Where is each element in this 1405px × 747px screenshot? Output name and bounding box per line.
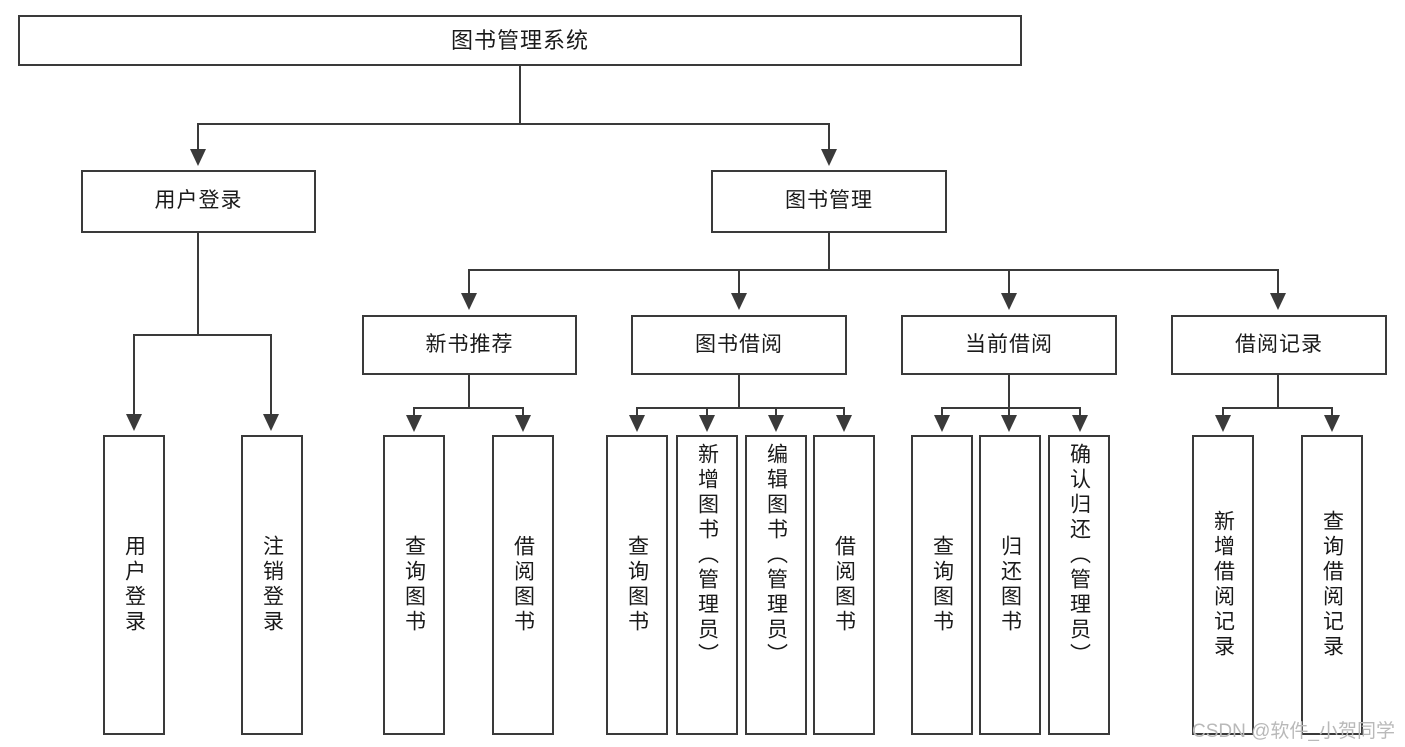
arrowhead-login-leaf2: [263, 414, 279, 431]
connector-bookborrow-leaf4: [843, 407, 845, 419]
node-borrow-record[interactable]: 借阅记录: [1171, 315, 1387, 375]
node-book-borrow[interactable]: 图书借阅: [631, 315, 847, 375]
connector-record-leaf2: [1331, 407, 1333, 419]
connector-record-stem: [1277, 375, 1279, 408]
node-label: 用户登录: [154, 189, 243, 213]
connector-root-stem: [519, 66, 521, 124]
connector-manage-stem: [828, 233, 830, 270]
arrowhead-to-record: [1270, 293, 1286, 310]
leaf-current-confirm-return[interactable]: 确认归还（管理员）: [1048, 435, 1110, 735]
connector-manage-to-recommend: [468, 269, 470, 295]
leaf-current-return-book[interactable]: 归还图书: [979, 435, 1041, 735]
leaf-borrow-query-book[interactable]: 查询图书: [606, 435, 668, 735]
leaf-current-query-book[interactable]: 查询图书: [911, 435, 973, 735]
arrowhead-bookborrow-leaf1: [629, 415, 645, 432]
leaf-user-login[interactable]: 用户登录: [103, 435, 165, 735]
arrowhead-to-manage: [821, 149, 837, 166]
connector-manage-to-current: [1008, 269, 1010, 295]
arrowhead-recommend-leaf2: [515, 415, 531, 432]
arrowhead-current-leaf2: [1001, 415, 1017, 432]
connector-recommend-leaf2: [522, 407, 524, 419]
node-label: 新书推荐: [425, 332, 514, 356]
node-new-book-recommend[interactable]: 新书推荐: [362, 315, 577, 375]
node-label: 查询借阅记录: [1320, 510, 1344, 660]
arrowhead-to-login: [190, 149, 206, 166]
connector-root-to-manage: [828, 123, 830, 151]
connector-root-to-login: [197, 123, 199, 151]
arrowhead-record-leaf2: [1324, 415, 1340, 432]
connector-record-leaf1: [1222, 407, 1224, 419]
arrowhead-current-leaf3: [1072, 415, 1088, 432]
node-label: 当前借阅: [965, 332, 1053, 356]
leaf-record-query-record[interactable]: 查询借阅记录: [1301, 435, 1363, 735]
connector-login-leaf2: [270, 334, 272, 416]
leaf-borrow-edit-book[interactable]: 编辑图书（管理员）: [745, 435, 807, 735]
node-label: 归还图书: [998, 535, 1022, 635]
connector-current-leaf1: [941, 407, 943, 419]
connector-recommend-stem: [468, 375, 470, 408]
connector-bookborrow-bus: [636, 407, 845, 409]
arrowhead-to-borrow: [731, 293, 747, 310]
node-current-borrow[interactable]: 当前借阅: [901, 315, 1117, 375]
node-label: 注销登录: [260, 535, 284, 635]
node-label: 图书借阅: [695, 332, 783, 356]
connector-manage-to-borrow: [738, 269, 740, 295]
node-user-login[interactable]: 用户登录: [81, 170, 316, 233]
node-label: 编辑图书（管理员）: [764, 443, 788, 668]
leaf-borrow-add-book[interactable]: 新增图书（管理员）: [676, 435, 738, 735]
leaf-borrow-borrow-book[interactable]: 借阅图书: [813, 435, 875, 735]
node-label: 用户登录: [122, 535, 146, 635]
arrowhead-login-leaf1: [126, 414, 142, 431]
node-label: 新增借阅记录: [1211, 510, 1235, 660]
connector-recommend-leaf1: [413, 407, 415, 419]
arrowhead-bookborrow-leaf3: [768, 415, 784, 432]
arrowhead-record-leaf1: [1215, 415, 1231, 432]
connector-current-leaf2: [1008, 407, 1010, 419]
node-label: 新增图书（管理员）: [695, 443, 719, 668]
connector-manage-bus: [468, 269, 1279, 271]
connector-bookborrow-leaf2: [706, 407, 708, 419]
arrowhead-to-recommend: [461, 293, 477, 310]
arrowhead-current-leaf1: [934, 415, 950, 432]
node-label: 确认归还（管理员）: [1067, 443, 1091, 668]
connector-bookborrow-stem: [738, 375, 740, 408]
leaf-recommend-borrow-book[interactable]: 借阅图书: [492, 435, 554, 735]
connector-bookborrow-leaf1: [636, 407, 638, 419]
connector-login-stem: [197, 233, 199, 335]
connector-manage-to-record: [1277, 269, 1279, 295]
connector-current-leaf3: [1079, 407, 1081, 419]
arrowhead-bookborrow-leaf2: [699, 415, 715, 432]
leaf-logout[interactable]: 注销登录: [241, 435, 303, 735]
connector-login-bus: [133, 334, 272, 336]
connector-current-bus: [941, 407, 1081, 409]
connector-record-bus: [1222, 407, 1333, 409]
node-label: 借阅图书: [832, 535, 856, 635]
arrowhead-recommend-leaf1: [406, 415, 422, 432]
node-label: 查询图书: [402, 535, 426, 635]
node-label: 图书管理: [785, 189, 873, 213]
node-label: 借阅图书: [511, 535, 535, 635]
connector-current-stem: [1008, 375, 1010, 408]
connector-login-leaf1: [133, 334, 135, 416]
node-label: 借阅记录: [1235, 332, 1323, 356]
node-label: 查询图书: [930, 535, 954, 635]
connector-bookborrow-leaf3: [775, 407, 777, 419]
node-label: 图书管理系统: [450, 27, 589, 53]
node-book-manage[interactable]: 图书管理: [711, 170, 947, 233]
leaf-record-add-record[interactable]: 新增借阅记录: [1192, 435, 1254, 735]
arrowhead-bookborrow-leaf4: [836, 415, 852, 432]
node-label: 查询图书: [625, 535, 649, 635]
connector-root-bus: [197, 123, 830, 125]
connector-recommend-bus: [413, 407, 524, 409]
leaf-recommend-query-book[interactable]: 查询图书: [383, 435, 445, 735]
node-root-system[interactable]: 图书管理系统: [18, 15, 1022, 66]
arrowhead-to-current: [1001, 293, 1017, 310]
